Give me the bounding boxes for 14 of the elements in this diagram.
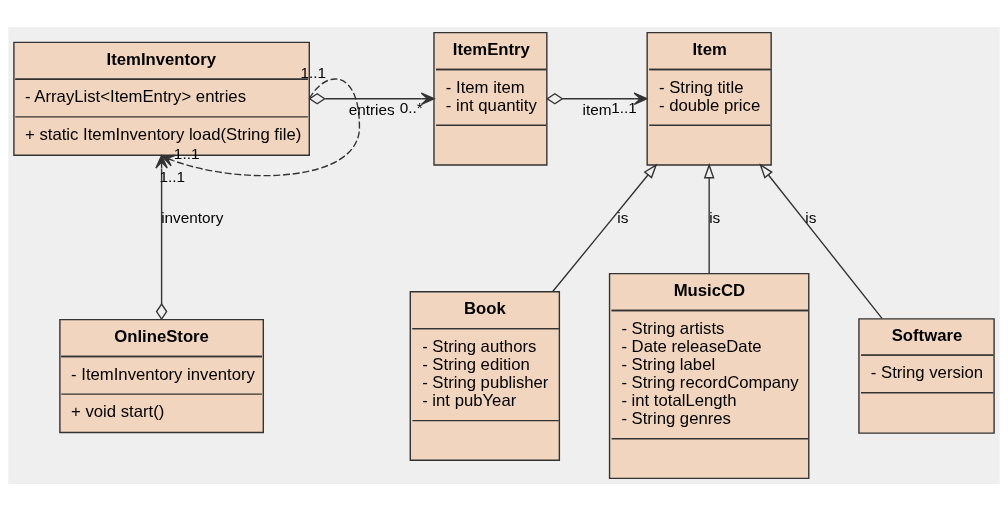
arrow <box>546 91 648 105</box>
label: 0..* <box>399 98 423 116</box>
arrow <box>308 91 435 105</box>
edge-label: is <box>805 208 817 226</box>
edge-label: inventory <box>161 208 224 226</box>
arrow <box>155 154 168 320</box>
edge-label: is <box>709 208 721 226</box>
edge-label: is <box>617 208 629 226</box>
arrow <box>703 162 715 274</box>
label: 1..1 <box>611 98 637 116</box>
edge-label: item <box>582 100 612 118</box>
edge-label: entries <box>348 100 395 118</box>
arrow <box>552 162 658 292</box>
arrow <box>759 162 883 319</box>
